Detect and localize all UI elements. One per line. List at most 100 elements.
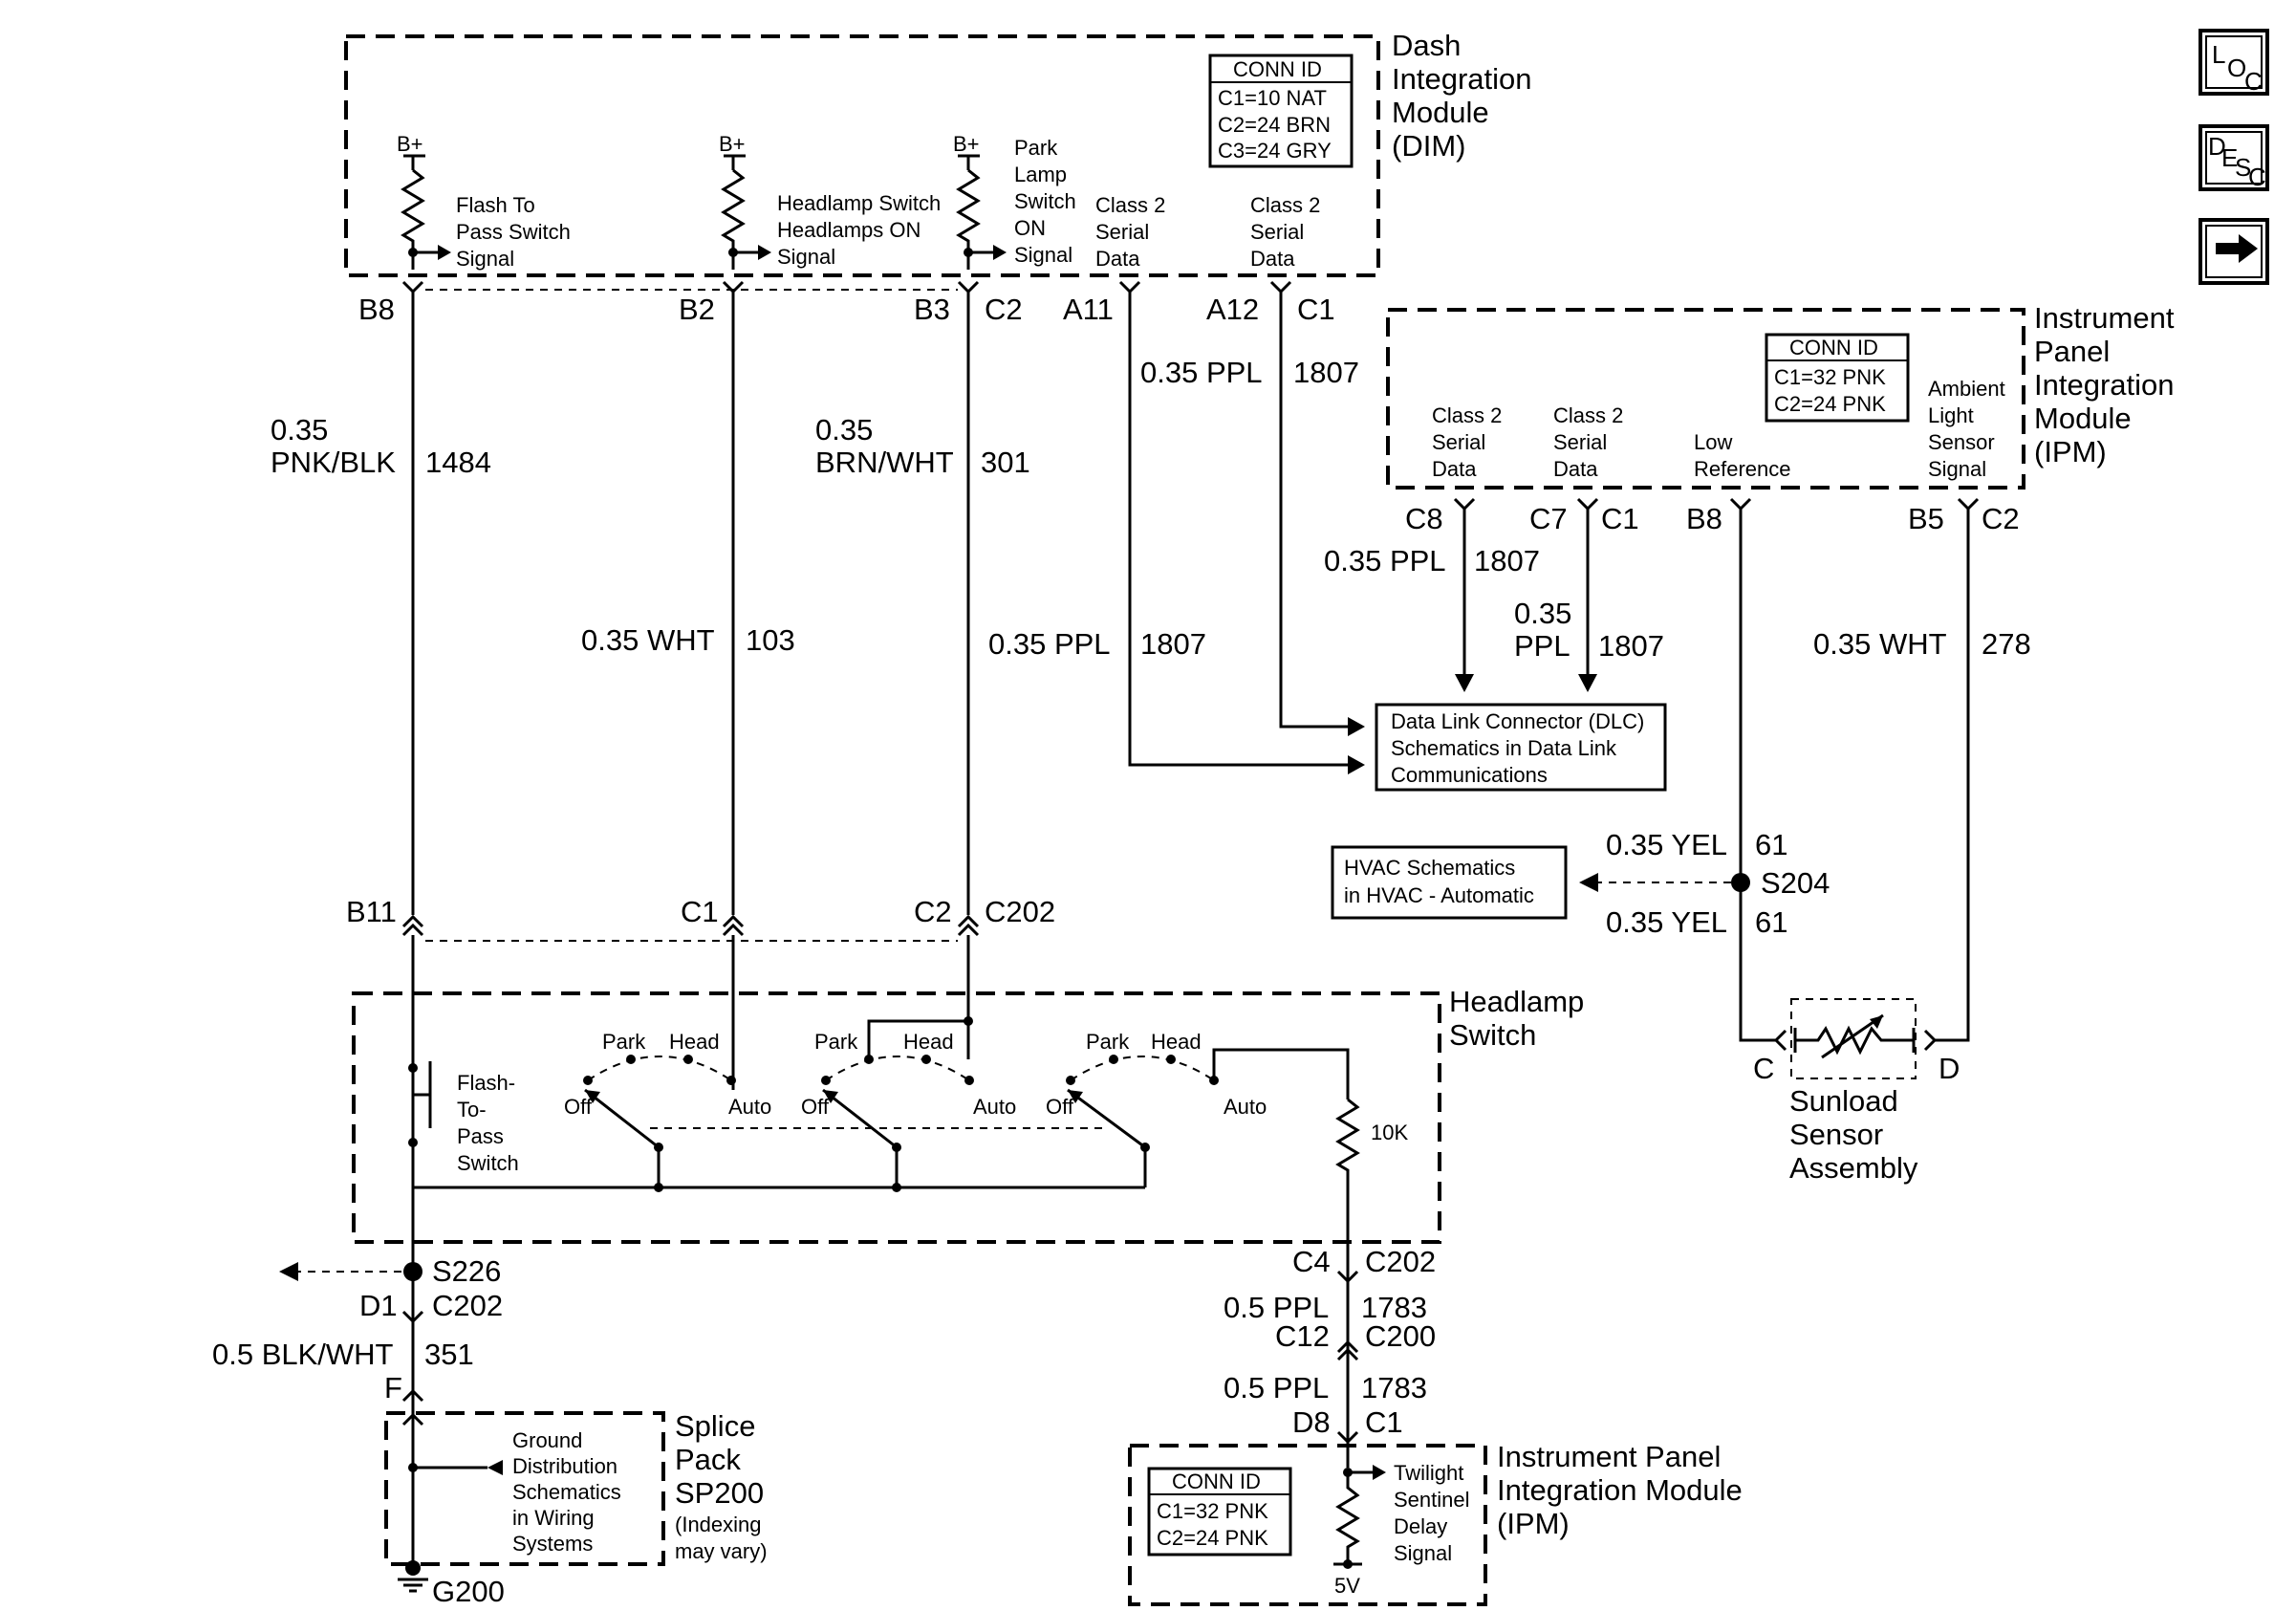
dim-class2a-label-1: Class 2 [1095,193,1165,217]
splice-note-2: may vary) [675,1539,768,1563]
svg-text:Delay: Delay [1394,1514,1447,1538]
pin-ipm-c1: C1 [1601,502,1639,535]
svg-text:C2=24 PNK: C2=24 PNK [1774,392,1886,416]
dim-park-label-5: Signal [1014,243,1072,267]
dim-flash-label-2: Pass Switch [456,220,571,244]
w61b-num: 61 [1755,905,1787,939]
w301-gauge: 0.35 [815,413,873,446]
splice-name-1: Splice [675,1409,755,1443]
w301-num: 301 [981,446,1030,479]
splice-name-2: Pack [675,1443,741,1476]
svg-text:Twilight: Twilight [1394,1461,1463,1485]
pin-c12: C12 [1275,1319,1330,1353]
svg-text:Pass: Pass [457,1124,504,1148]
w1783a-label: 0.5 PPL [1224,1291,1329,1324]
pin-hs-c202: C202 [985,895,1055,928]
headlamp-switch-module: Headlamp Switch Flash- To- Pass Switch [352,935,1584,1262]
pin-ipm-b5: B5 [1908,502,1944,535]
ipm-top-name-1: Instrument [2034,301,2175,335]
w1807d-gauge: 0.35 [1514,597,1571,630]
pin-c4: C4 [1292,1245,1331,1278]
dim-conn-title: CONN ID [1233,57,1322,81]
dim-name-1: Dash [1392,29,1461,62]
w1807d-num: 1807 [1598,629,1664,663]
ipm-bottom-conn-id-box: CONN ID C1=32 PNK C2=24 PNK [1147,1467,1292,1557]
svg-text:D: D [1939,1052,1960,1085]
ipm-bottom-module: Instrument Panel Integration Module (IPM… [1128,1440,1743,1606]
svg-text:C: C [1753,1052,1774,1085]
pin-hs-c2: C2 [914,895,952,928]
pin-dim-c1: C1 [1297,293,1335,326]
ground-path: S226 D1 C202 0.5 BLK/WHT 351 F [212,1243,503,1568]
dim-bplus-headlamp: B+ [719,132,771,270]
next-button[interactable] [2199,218,2269,285]
svg-text:Signal: Signal [1394,1541,1452,1565]
ipm-class2a-1: Class 2 [1432,403,1502,427]
pin-g200: G200 [432,1575,505,1608]
desc-button[interactable]: D E S C [2199,124,2269,191]
w61a-num: 61 [1755,828,1787,861]
svg-text:in HVAC - Automatic: in HVAC - Automatic [1344,883,1534,907]
hvac-reference-box: HVAC Schematics in HVAC - Automatic [1331,845,1568,920]
svg-text:B+: B+ [953,132,980,156]
ipm-bottom-name-2: Integration Module [1497,1473,1743,1507]
switch-section-2: Park Head Off Auto [801,1016,1016,1192]
dim-headlamp-label-3: Signal [777,245,835,269]
w1807a-num: 1807 [1140,627,1206,661]
loc-button[interactable]: L O C [2199,29,2269,96]
svg-text:HVAC Schematics: HVAC Schematics [1344,856,1515,880]
switch-section-3: Park Head Off Auto [1046,1030,1350,1187]
svg-text:To-: To- [457,1098,487,1121]
w103-num: 103 [746,623,795,657]
w278-num: 278 [1982,627,2031,661]
wires-ipm-to-dlc [1455,509,1597,692]
w351-label: 0.5 BLK/WHT [212,1338,394,1371]
svg-text:Schematics: Schematics [512,1480,621,1504]
dim-conn-c2: C2=24 BRN [1218,113,1331,137]
svg-text:C1=32 PNK: C1=32 PNK [1774,365,1886,389]
w1807c-num: 1807 [1474,544,1540,577]
svg-text:Sunload: Sunload [1789,1084,1898,1118]
w103-label: 0.35 WHT [581,623,715,657]
dim-conn-id-box: CONN ID C1=10 NAT C2=24 BRN C3=24 GRY [1208,54,1354,168]
ipm-ambient-2: Light [1928,403,1974,427]
dim-conn-c1: C1=10 NAT [1218,86,1327,110]
svg-text:CONN ID: CONN ID [1172,1469,1261,1493]
voltage-label: 5V [1334,1574,1360,1598]
svg-text:Switch: Switch [457,1151,519,1175]
w1783b-label: 0.5 PPL [1224,1371,1329,1404]
w1484-color: PNK/BLK [271,446,396,479]
dim-module: Dash Integration Module (DIM) CONN ID C1… [344,29,1532,277]
svg-text:Systems: Systems [512,1532,593,1556]
svg-text:Schematics in Data Link: Schematics in Data Link [1391,736,1617,760]
dim-name-2: Integration [1392,62,1532,96]
w278-label: 0.35 WHT [1813,627,1947,661]
ipm-top-name-4: Module [2034,402,2132,435]
ipm-top-module: Instrument Panel Integration Module (IPM… [1386,301,2175,490]
ipm-class2b-2: Serial [1553,430,1607,454]
dim-park-label-4: ON [1014,216,1046,240]
dlc-reference-box: Data Link Connector (DLC) Schematics in … [1375,703,1667,792]
dim-name-3: Module [1392,96,1489,129]
pin-ipm-c2: C2 [1982,502,2020,535]
dim-headlamp-label-1: Headlamp Switch [777,191,941,215]
pin-c1-b: C1 [1365,1405,1403,1439]
pin-ipm-b8: B8 [1686,502,1722,535]
sunload-sensor: C D Sunload Sensor Assembly [1753,998,1960,1185]
dim-headlamp-label-2: Headlamps ON [777,218,921,242]
svg-text:Auto: Auto [728,1095,771,1119]
splice-name-3: SP200 [675,1476,764,1510]
svg-text:Auto: Auto [1224,1095,1267,1119]
w1783a-num: 1783 [1361,1291,1427,1324]
dim-park-label-1: Park [1014,136,1058,160]
ipm-class2a-2: Serial [1432,430,1485,454]
svg-text:C2=24 PNK: C2=24 PNK [1157,1526,1268,1550]
dim-class2b-label-2: Serial [1250,220,1304,244]
dim-flash-label-3: Signal [456,247,514,271]
pin-dim-b3: B3 [914,293,950,326]
w1807b-num: 1807 [1293,356,1359,389]
svg-text:Flash-: Flash- [457,1071,515,1095]
ipm-ambient-1: Ambient [1928,377,2005,401]
svg-text:CONN ID: CONN ID [1789,336,1878,359]
ipm-bottom-name-1: Instrument Panel [1497,1440,1721,1473]
